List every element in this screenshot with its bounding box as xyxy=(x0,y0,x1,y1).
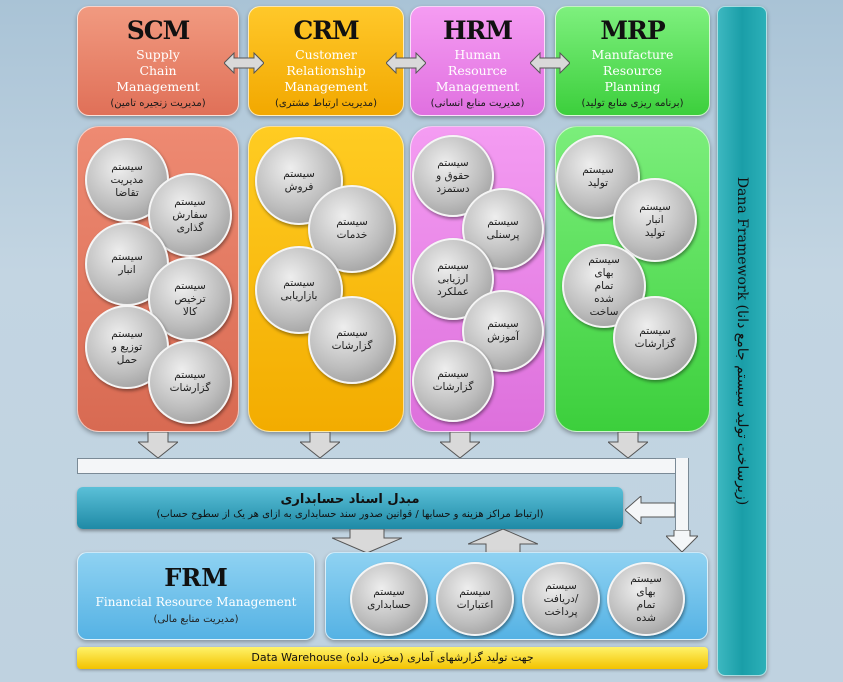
double-arrow-icon xyxy=(386,52,426,74)
crm-circle-reports[interactable]: سیستم گزارشات xyxy=(308,296,396,384)
double-arrow-icon xyxy=(530,52,570,74)
side-pipe xyxy=(675,458,689,538)
hrm-header: HRM Human Resource Management (مدیریت من… xyxy=(410,6,545,116)
scm-header: SCM Supply Chain Management (مدیریت زنجی… xyxy=(77,6,239,116)
crm-acronym: CRM xyxy=(293,16,359,45)
scm-circle-reports[interactable]: سیستم گزارشات xyxy=(148,340,232,424)
collector-pipe xyxy=(77,458,689,474)
down-arrow-icon xyxy=(332,529,402,553)
scm-name-2: Chain xyxy=(139,63,177,78)
crm-persian: (مدیریت ارتباط مشتری) xyxy=(274,98,378,109)
data-warehouse-bar: Data Warehouse (مخزن داده) جهت تولید گزا… xyxy=(77,647,708,669)
mrp-name-2: Resource xyxy=(602,63,663,78)
hrm-name-1: Human xyxy=(454,47,501,62)
mrp-circle-costing[interactable]: سیستم بهای تمام شده ساخت xyxy=(562,244,646,328)
hrm-name-2: Resource xyxy=(447,63,508,78)
scm-name-3: Management xyxy=(116,79,200,94)
frm-acronym: FRM xyxy=(164,563,228,592)
frm-name: Financial Resource Management xyxy=(95,595,297,609)
double-arrow-icon xyxy=(224,52,264,74)
mrp-persian: (برنامه ریزی منابع تولید) xyxy=(581,98,684,109)
up-arrow-icon xyxy=(468,529,538,553)
scm-persian: (مدیریت زنجیره تامین) xyxy=(110,98,206,109)
mrp-name-3: Planning xyxy=(604,79,661,94)
down-arrow-icon xyxy=(666,530,698,552)
frm-persian: (مدیریت منابع مالی) xyxy=(153,614,239,625)
crm-header: CRM Customer Relationship Management (مد… xyxy=(248,6,404,116)
left-arrow-icon xyxy=(625,496,675,524)
dana-framework-bar: Dana Framework (زیرساخت تولید سیستم جامع… xyxy=(717,6,767,676)
scm-name-1: Supply xyxy=(136,47,180,62)
down-arrow-icon xyxy=(300,432,340,458)
hrm-name-3: Management xyxy=(435,79,520,94)
mrp-name-1: Manufacture xyxy=(591,47,674,62)
dana-framework-label: Dana Framework (زیرساخت تولید سیستم جامع… xyxy=(734,176,750,506)
scm-acronym: SCM xyxy=(126,16,191,45)
finance-circle-accounting[interactable]: سیستم حسابداری xyxy=(350,562,428,636)
frm-box: FRM Financial Resource Management (مدیری… xyxy=(77,552,315,640)
accounting-subtitle: (ارتباط مراکز هزینه و حسابها / قوانین صد… xyxy=(156,509,544,520)
hrm-circle-reports[interactable]: سیستم گزارشات xyxy=(412,340,494,422)
mrp-acronym: MRP xyxy=(600,16,665,45)
mrp-circle-production-warehouse[interactable]: سیستم انبار تولید xyxy=(613,178,697,262)
hrm-acronym: HRM xyxy=(442,16,513,45)
hrm-persian: (مدیریت منابع انسانی) xyxy=(430,98,525,109)
down-arrow-icon xyxy=(440,432,480,458)
down-arrow-icon xyxy=(138,432,178,458)
finance-circle-payments[interactable]: سیستم دریافت/ پرداخت xyxy=(522,562,600,636)
crm-name-1: Customer xyxy=(295,47,357,62)
down-arrow-icon xyxy=(608,432,648,458)
accounting-converter: مبدل اسناد حسابداری (ارتباط مراکز هزینه … xyxy=(77,487,623,529)
mrp-header: MRP Manufacture Resource Planning (برنام… xyxy=(555,6,710,116)
crm-name-2: Relationship xyxy=(286,63,366,78)
accounting-title: مبدل اسناد حسابداری xyxy=(280,492,420,507)
mrp-circle-reports[interactable]: سیستم گزارشات xyxy=(613,296,697,380)
finance-circle-credits[interactable]: سیستم اعتبارات xyxy=(436,562,514,636)
finance-circle-cost[interactable]: سیستم بهای تمام شده xyxy=(607,562,685,636)
hrm-circle-payroll[interactable]: سیستم حقوق و دستمزد xyxy=(412,135,494,217)
crm-name-3: Management xyxy=(284,79,368,94)
